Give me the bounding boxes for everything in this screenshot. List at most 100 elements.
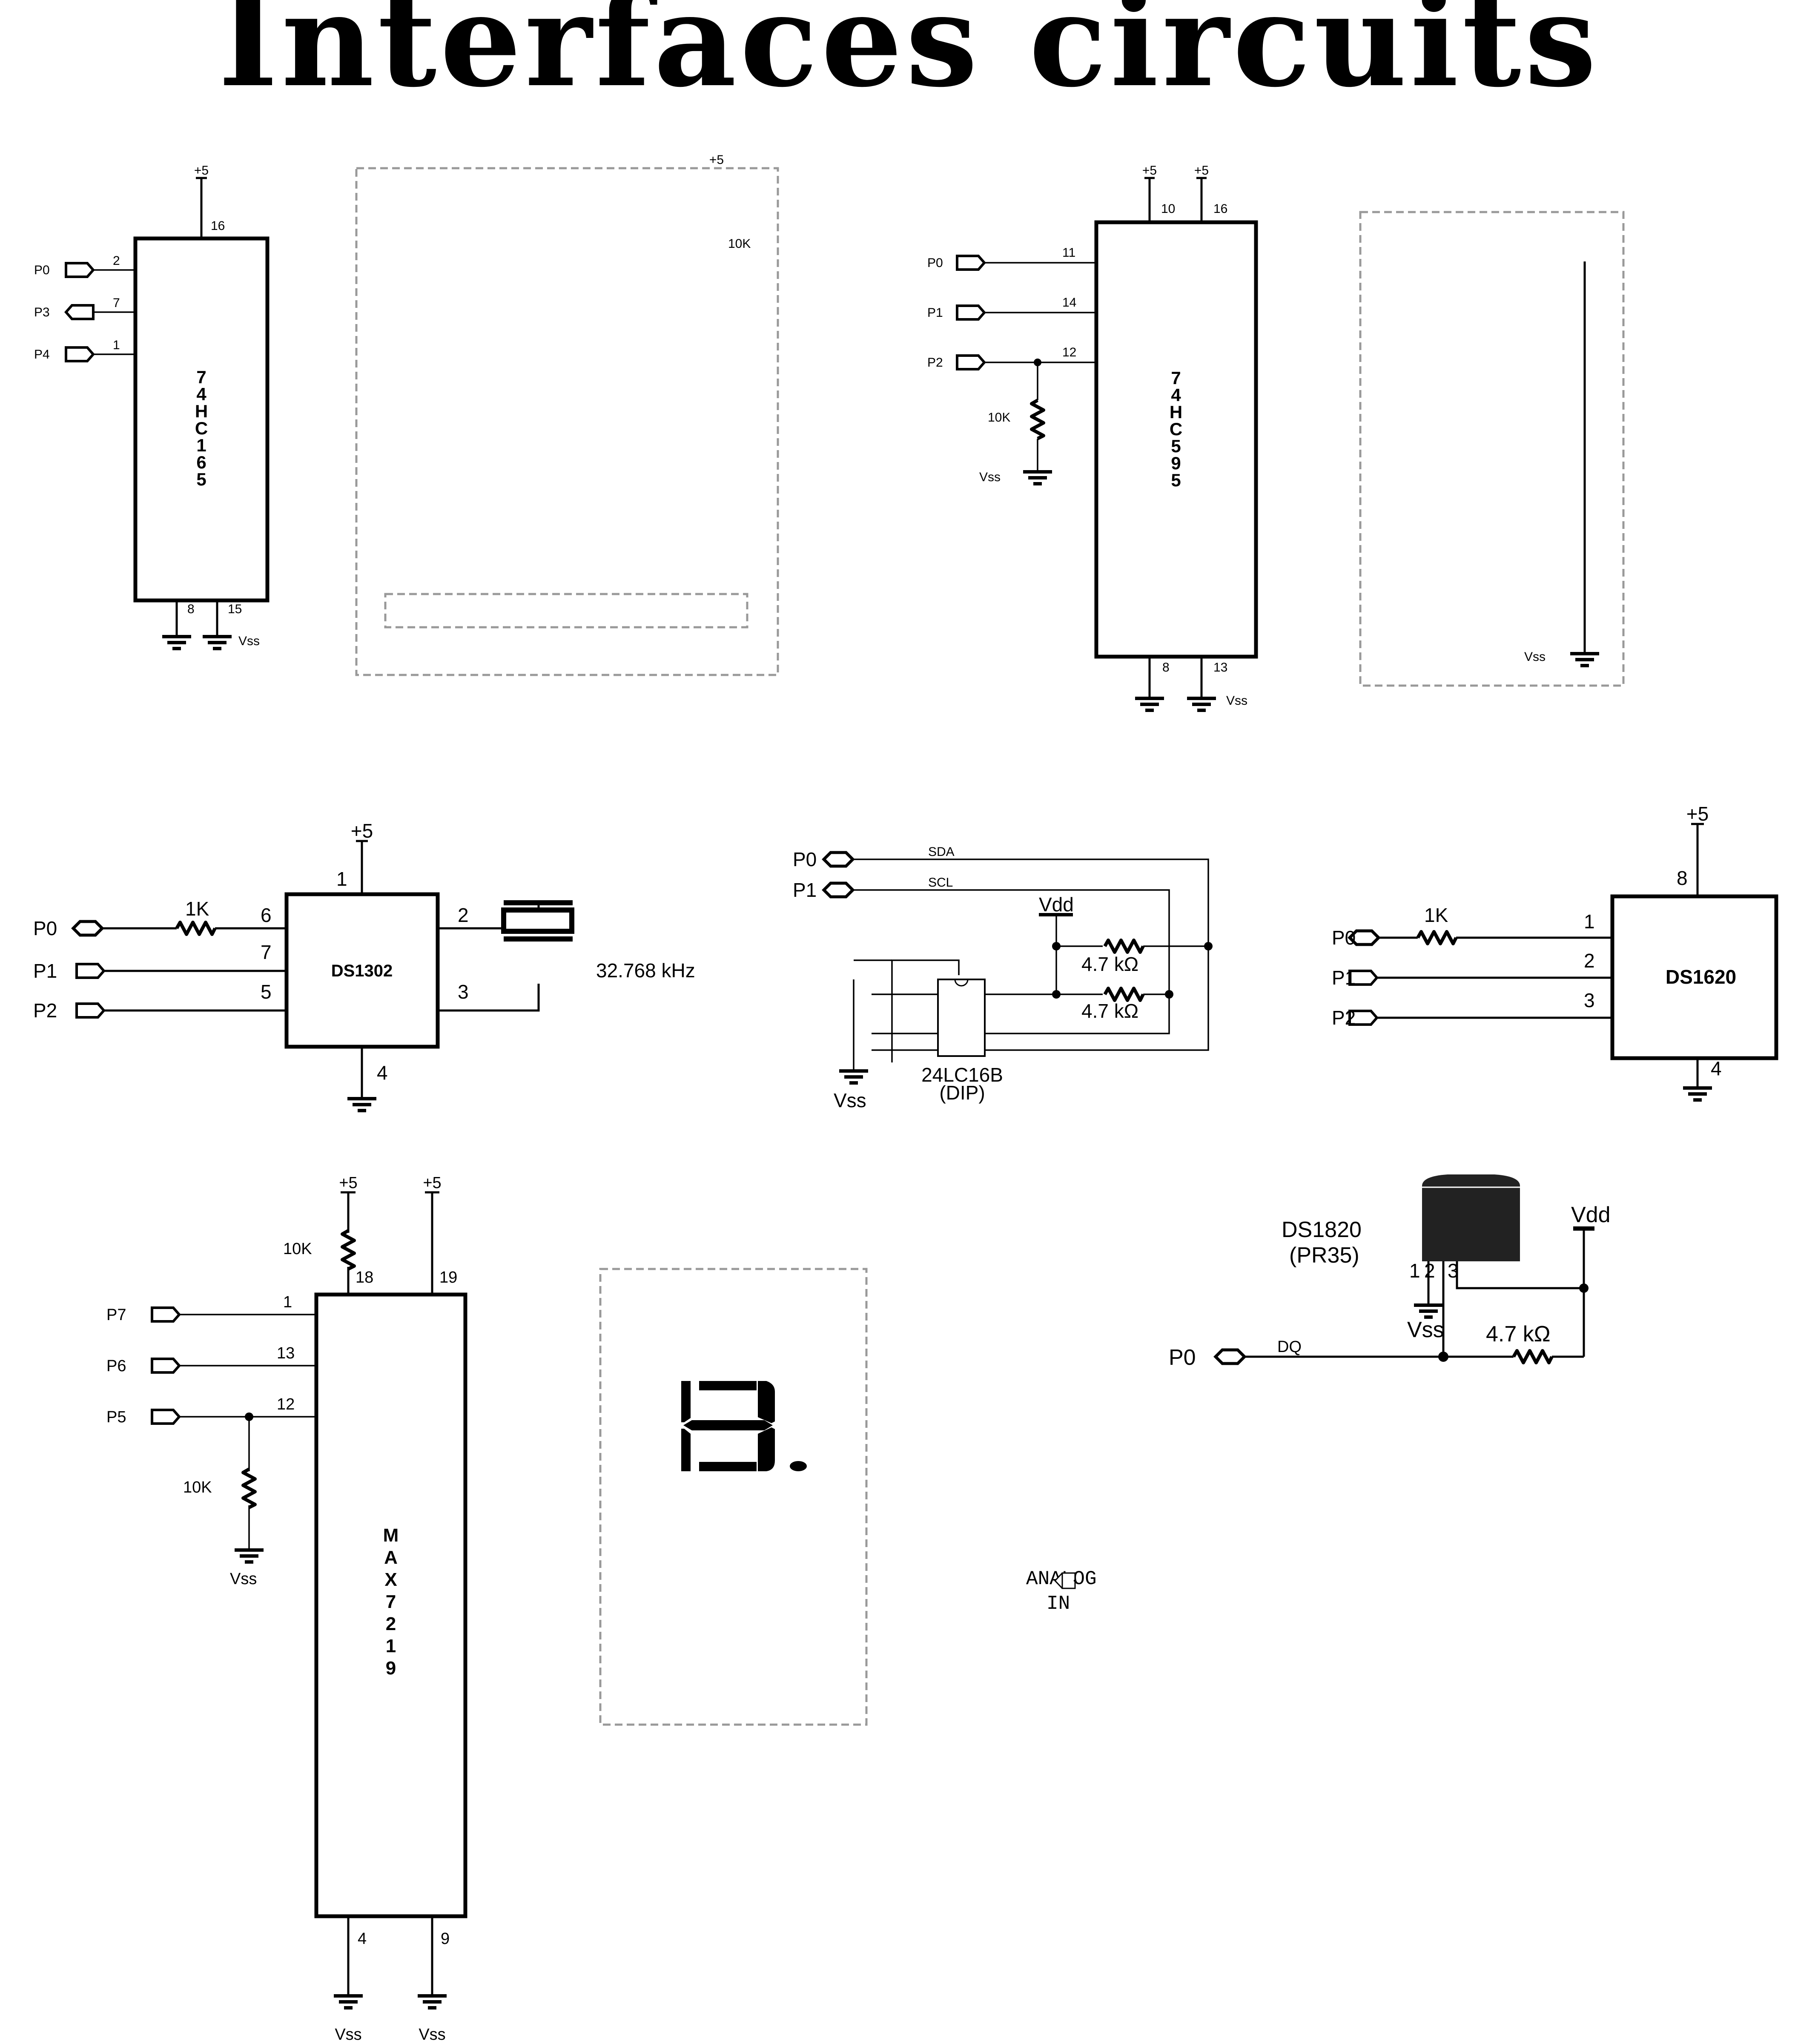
port-flag-icon <box>66 263 93 277</box>
svg-text:1: 1 <box>196 435 206 455</box>
svg-text:9: 9 <box>386 1658 396 1679</box>
svg-text:P0: P0 <box>34 263 50 277</box>
svg-text:10K: 10K <box>988 411 1010 425</box>
svg-text:12: 12 <box>1062 345 1076 359</box>
svg-text:1: 1 <box>336 868 347 890</box>
ground-icon <box>1187 698 1216 710</box>
ground-icon <box>203 637 232 649</box>
svg-text:+5: +5 <box>1142 164 1157 178</box>
svg-text:2: 2 <box>1584 950 1595 972</box>
svg-text:P1: P1 <box>927 306 943 320</box>
svg-text:P0: P0 <box>1332 927 1356 949</box>
circuit-ds1620: DS1620 +5 8 4 P0 1K 1 P1 2 P2 3 <box>1332 803 1778 1100</box>
svg-text:(PR35): (PR35) <box>1289 1243 1359 1268</box>
resistor-value: 10K <box>728 237 751 251</box>
circuit-ne555: ANALOG IN <box>1026 1568 1097 1615</box>
svg-text:+5: +5 <box>709 153 724 167</box>
chip-24lc16b-body <box>937 979 986 1057</box>
seven-segment-display <box>681 1381 807 1471</box>
circuit-max7219: M A X 7 2 1 9 +5 +5 10K 18 19 P7 1 P6 13 <box>106 1174 868 2044</box>
resistor-icon <box>1514 1351 1552 1363</box>
svg-text:2: 2 <box>113 254 120 268</box>
ground-icon <box>162 637 191 649</box>
svg-text:H: H <box>195 401 208 421</box>
svg-text:X: X <box>384 1569 397 1590</box>
svg-text:4: 4 <box>358 1930 367 1948</box>
svg-text:7: 7 <box>386 1591 396 1612</box>
svg-text:11: 11 <box>1062 246 1075 260</box>
svg-text:Vss: Vss <box>1226 694 1247 708</box>
svg-text:P6: P6 <box>106 1357 126 1375</box>
svg-text:10K: 10K <box>183 1478 212 1496</box>
svg-text:Vdd: Vdd <box>1039 893 1074 916</box>
crystal-frequency: 32.768 kHz <box>596 959 695 982</box>
resistor-icon <box>1418 932 1456 944</box>
svg-text:5: 5 <box>261 981 272 1003</box>
svg-text:Vss: Vss <box>230 1570 257 1588</box>
chip-74hc595-label: 7 4 H C 5 9 5 <box>1170 368 1182 490</box>
svg-text:Vss: Vss <box>1407 1318 1444 1342</box>
svg-text:5: 5 <box>1171 470 1181 490</box>
input-p4: P4 1 <box>34 338 135 362</box>
svg-text:18: 18 <box>356 1269 373 1286</box>
svg-text:4.7 kΩ: 4.7 kΩ <box>1081 1000 1138 1022</box>
port-flag-icon <box>66 305 93 319</box>
input-p0: P0 11 <box>927 246 1096 270</box>
resistor-icon <box>342 1231 354 1269</box>
svg-text:P0: P0 <box>33 917 57 939</box>
svg-text:15: 15 <box>228 602 242 616</box>
chip-max7219-label: M A X 7 2 1 9 <box>383 1525 399 1679</box>
svg-text:10: 10 <box>1161 202 1175 216</box>
svg-text:7: 7 <box>196 367 206 387</box>
svg-text:3: 3 <box>1448 1260 1459 1282</box>
port-flag-icon <box>824 853 853 866</box>
svg-text:Vss: Vss <box>1524 650 1546 664</box>
ground-icon <box>347 1099 376 1111</box>
svg-text:7: 7 <box>261 941 272 963</box>
svg-text:Vss: Vss <box>238 634 260 648</box>
svg-text:A: A <box>384 1547 398 1568</box>
svg-text:Vdd: Vdd <box>1571 1203 1611 1227</box>
svg-text:DS1820: DS1820 <box>1282 1217 1362 1242</box>
svg-text:7: 7 <box>113 296 120 310</box>
svg-text:5: 5 <box>196 469 206 489</box>
svg-text:3: 3 <box>458 981 469 1003</box>
crystal-icon <box>501 907 574 934</box>
svg-text:+5: +5 <box>351 820 373 842</box>
svg-text:(DIP): (DIP) <box>939 1082 985 1104</box>
svg-text:5: 5 <box>1171 436 1181 456</box>
svg-text:DS1620: DS1620 <box>1666 966 1736 988</box>
display-outline <box>599 1268 868 1726</box>
port-flag-icon <box>73 922 102 935</box>
circuit-ds1302: DS1302 +5 1 4 P0 1K 6 P1 7 P2 5 2 3 32.7… <box>33 820 695 1111</box>
svg-text:8: 8 <box>187 602 195 616</box>
circuit-24lc16b: P0 P1 SDA SCL Vdd 4.7 kΩ 4.7 kΩ Vss 24LC… <box>793 845 1213 1111</box>
ground-icon <box>1414 1305 1443 1317</box>
svg-text:1: 1 <box>1409 1260 1420 1282</box>
input-flag-icon <box>1061 1572 1076 1589</box>
svg-text:10K: 10K <box>283 1240 312 1258</box>
svg-text:P3: P3 <box>34 305 50 319</box>
input-p1: P1 14 <box>927 296 1096 320</box>
svg-text:DQ: DQ <box>1277 1338 1302 1356</box>
svg-text:24LC16B: 24LC16B <box>921 1064 1003 1086</box>
svg-text:13: 13 <box>1213 660 1227 675</box>
ground-icon <box>1570 654 1599 666</box>
svg-text:3: 3 <box>1584 989 1595 1011</box>
svg-text:Vss: Vss <box>979 470 1001 484</box>
svg-text:P7: P7 <box>106 1306 126 1324</box>
svg-text:P2: P2 <box>33 999 57 1022</box>
chip-ds1302-body <box>284 892 440 1049</box>
svg-text:+5: +5 <box>339 1174 357 1192</box>
ground-icon <box>235 1550 264 1562</box>
ground-icon <box>839 1071 868 1083</box>
svg-text:4: 4 <box>1711 1057 1722 1079</box>
svg-text:IN: IN <box>1047 1593 1070 1615</box>
svg-text:1: 1 <box>283 1293 292 1311</box>
ground-icon <box>334 1996 363 2008</box>
svg-text:14: 14 <box>1062 296 1076 310</box>
input-p0: P0 2 <box>34 254 135 277</box>
chip-74hc165-body <box>133 236 270 603</box>
ground-icon <box>1135 698 1164 710</box>
